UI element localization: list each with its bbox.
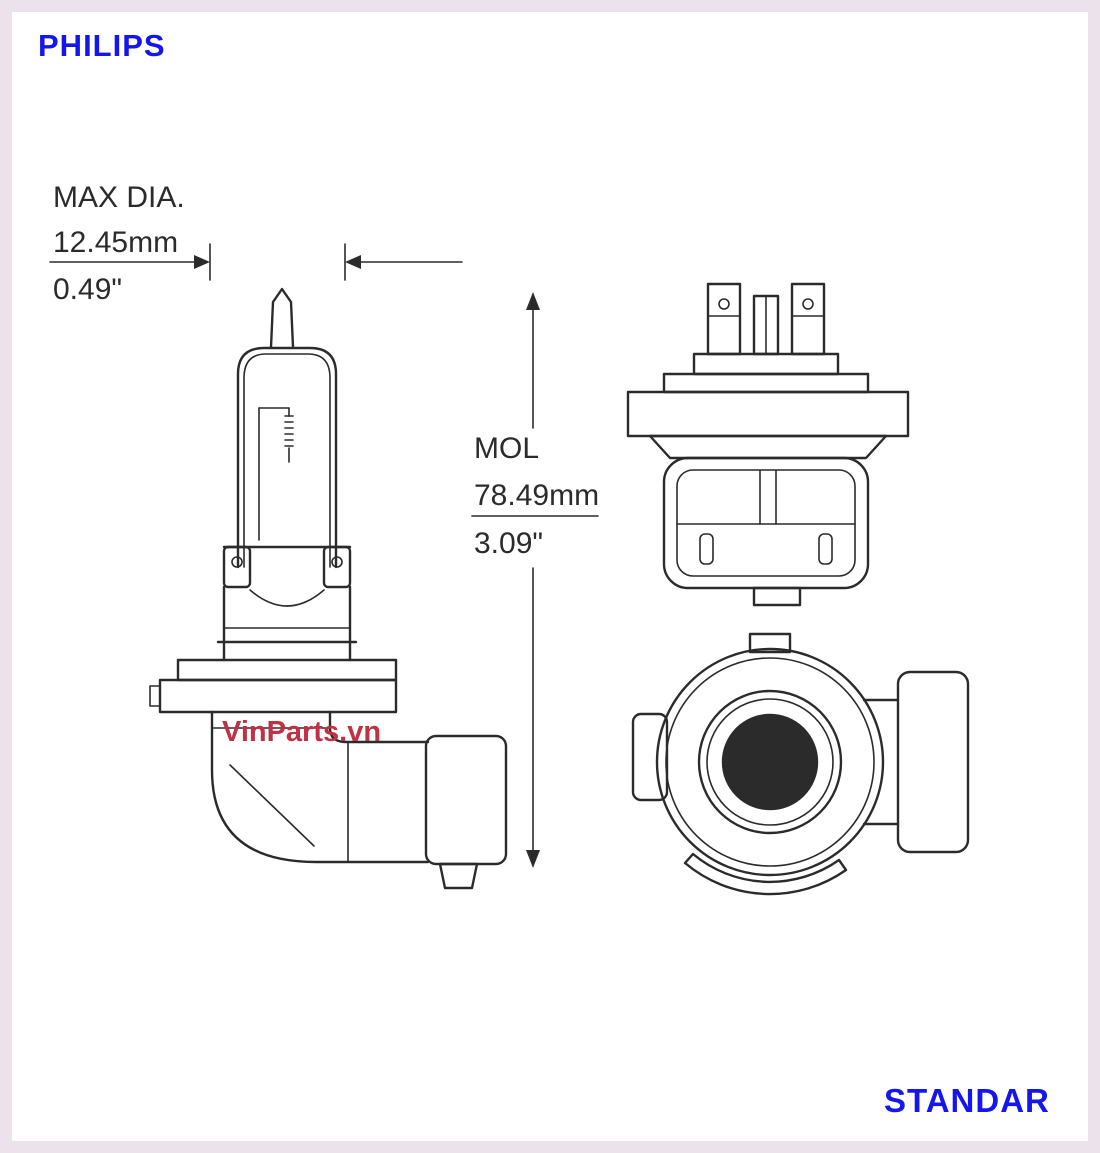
rear-view	[626, 282, 910, 607]
watermark-text: VinParts.vn	[222, 716, 382, 748]
elbow-body	[210, 710, 430, 864]
bulb-glass	[236, 346, 338, 569]
rear-connector-body	[662, 456, 870, 607]
axial-connector-block	[896, 670, 970, 854]
axial-left-tab	[631, 712, 669, 802]
max-dia-label: MAX DIA.	[53, 181, 185, 214]
rear-flange	[626, 352, 910, 460]
philips-logo: PHILIPS	[38, 28, 166, 63]
axial-view	[631, 632, 970, 896]
bottom-key-tab	[683, 852, 848, 896]
axial-outer-ring	[655, 647, 885, 877]
mol-label: MOL	[474, 432, 539, 465]
mol-imperial: 3.09"	[474, 527, 543, 560]
base-body	[216, 585, 358, 662]
connector-tab	[438, 862, 479, 890]
bulb-tip	[269, 287, 295, 349]
axial-inner-ring	[697, 689, 843, 835]
standar-label: STANDAR	[884, 1082, 1050, 1119]
filament	[258, 407, 294, 541]
max-dia-imperial: 0.49"	[53, 273, 122, 306]
max-dia-metric: 12.45mm	[53, 226, 178, 259]
axial-top-tab	[748, 632, 792, 654]
mol-metric: 78.49mm	[474, 479, 599, 512]
base-flange	[149, 658, 398, 714]
lens-opening	[721, 713, 819, 811]
connector-block	[424, 734, 508, 890]
bulb-glass-inner	[243, 353, 331, 568]
base-clips	[222, 545, 352, 607]
side-view	[149, 287, 508, 890]
terminal-blades	[706, 282, 826, 356]
dimension-lines	[49, 243, 599, 868]
